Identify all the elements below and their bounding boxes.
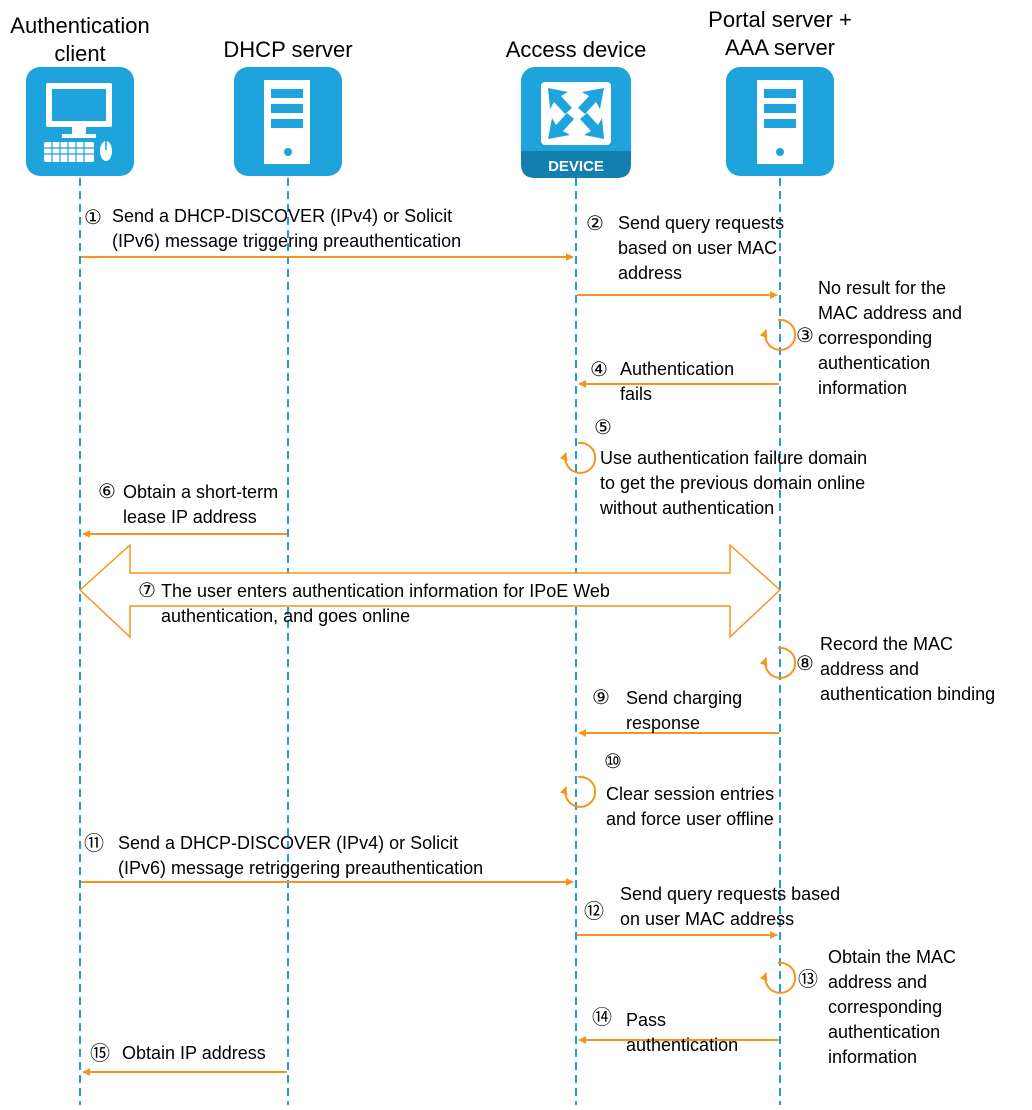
step-number-6: ⑥ (98, 481, 116, 503)
step-number-11: ⑪ (84, 833, 104, 855)
step-number-14: ⑭ (592, 1007, 612, 1029)
header-client: Authentication client (10, 13, 150, 66)
header-portal: Portal server + AAA server (708, 7, 852, 60)
loop-step-13 (759, 961, 797, 994)
portal-server-icon (726, 67, 834, 176)
loop-step-3 (759, 318, 797, 351)
step-label-3: No result for the MAC address and corres… (818, 278, 963, 398)
computer-icon (26, 67, 134, 176)
step-number-5: ⑤ (594, 417, 612, 439)
step-label-12: Send query requests based on user MAC ad… (620, 884, 841, 929)
header-dhcp: DHCP server (223, 37, 353, 62)
step-number-15: ⑮ (90, 1043, 110, 1065)
step-label-9: Send charging response (626, 688, 743, 733)
step-number-8: ⑧ (796, 653, 814, 675)
step-label-13: Obtain the MAC address and corresponding… (828, 947, 957, 1067)
step-label-11: Send a DHCP-DISCOVER (IPv4) or Solicit (… (118, 833, 484, 878)
step-number-9: ⑨ (592, 687, 610, 709)
step-number-7: ⑦ (138, 580, 156, 602)
device-icon-label: DEVICE (548, 158, 604, 175)
self-loops (559, 318, 797, 994)
step-number-3: ③ (796, 325, 814, 347)
step-label-2: Send query requests based on user MAC ad… (618, 213, 785, 283)
step-label-4: Authentication fails (620, 359, 735, 404)
step-label-8: Record the MAC address and authenticatio… (820, 634, 996, 704)
message-arrows (81, 253, 779, 1076)
step-number-10: ⑩ (604, 751, 622, 773)
step-number-1: ① (84, 207, 102, 229)
step-number-2: ② (586, 213, 604, 235)
step-number-12: ⑫ (584, 901, 604, 923)
dhcp-server-icon (234, 67, 342, 176)
step-label-15: Obtain IP address (122, 1043, 266, 1063)
step-label-10: Clear session entries and force user off… (606, 784, 775, 829)
step-label-14: Pass authentication (626, 1010, 739, 1055)
lifelines (79, 178, 781, 1105)
step-number-13: ⑬ (798, 969, 818, 991)
device-icon: DEVICE (521, 67, 631, 178)
step-label-7: The user enters authentication informati… (161, 581, 610, 626)
header-access: Access device (505, 37, 647, 62)
block-arrow-step-7 (78, 543, 782, 639)
step-number-4: ④ (590, 359, 608, 381)
step-label-5: Use authentication failure domain to get… (600, 448, 868, 518)
step-label-6: Obtain a short-term lease IP address (123, 482, 279, 527)
loop-step-8 (759, 646, 797, 679)
loop-step-5 (559, 441, 597, 474)
step-label-1: Send a DHCP-DISCOVER (IPv4) or Solicit (… (112, 206, 462, 251)
loop-step-10 (559, 775, 597, 808)
